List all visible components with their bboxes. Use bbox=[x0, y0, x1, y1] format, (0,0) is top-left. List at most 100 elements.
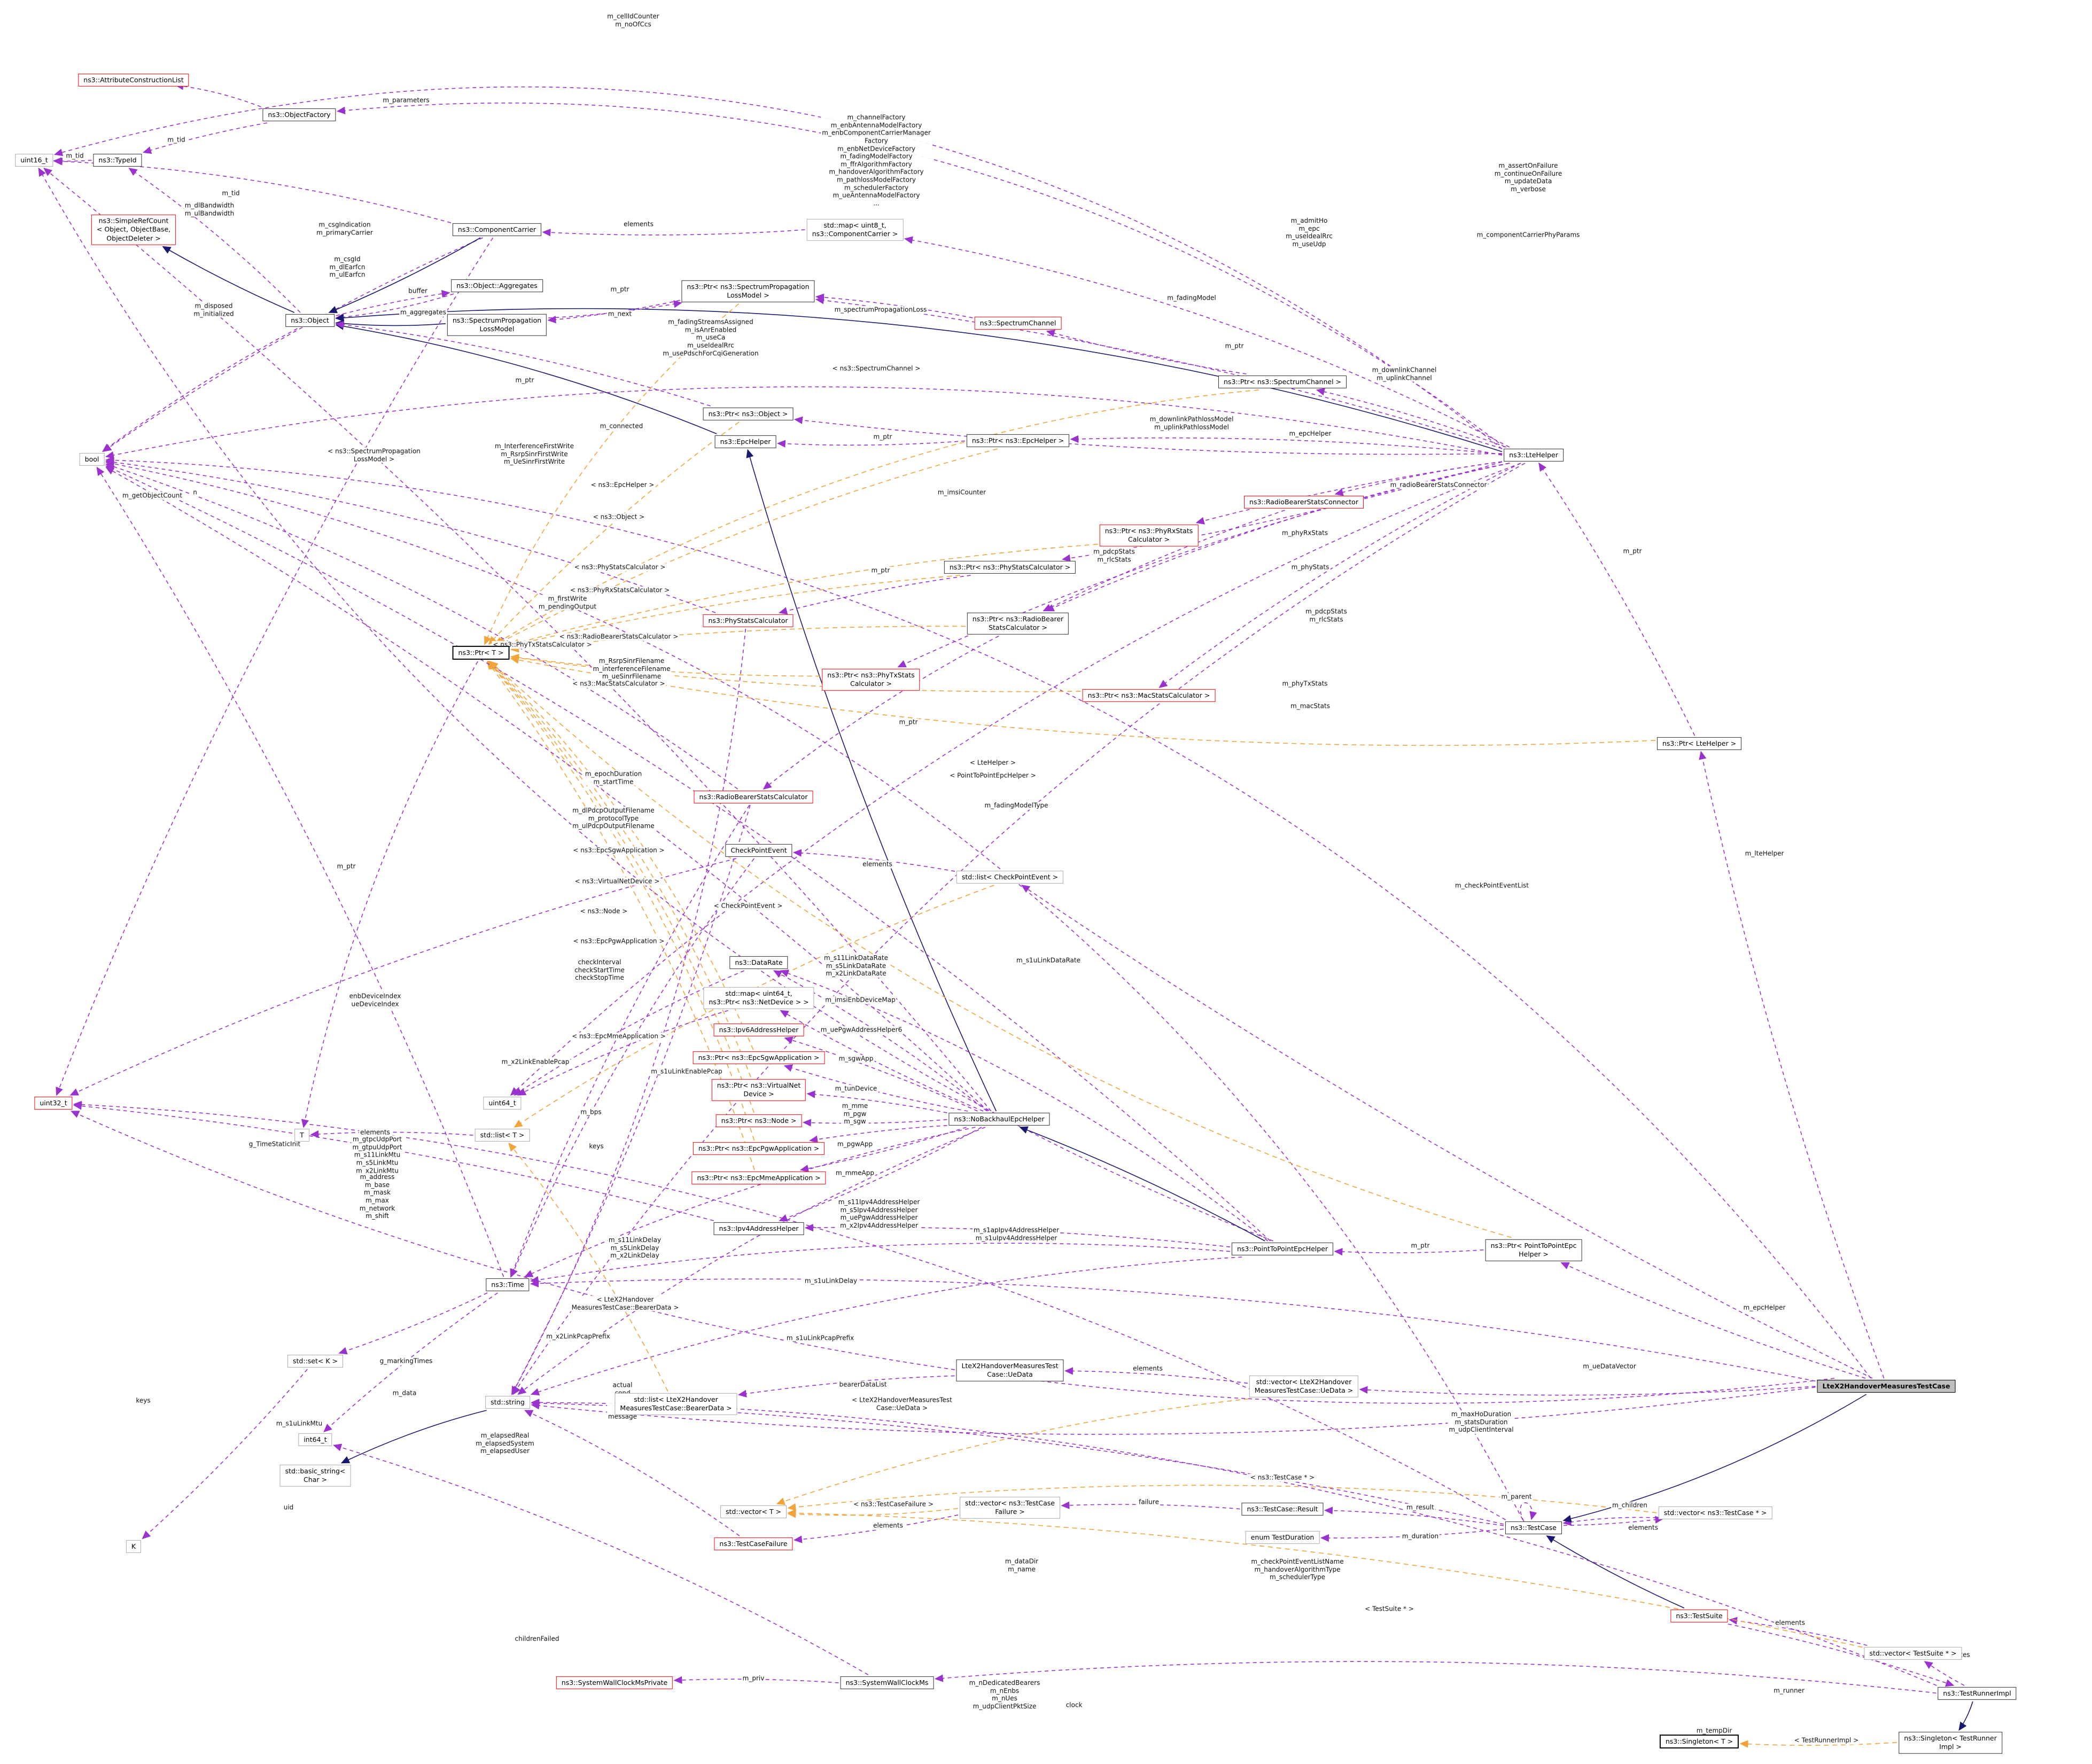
class-node-ptr_p2pepc[interactable]: ns3::Ptr< PointToPointEpc Helper > bbox=[1485, 1239, 1582, 1261]
edge-label: checkInterval checkStartTime checkStopTi… bbox=[573, 958, 626, 982]
edge-label: m_disposed m_initialized bbox=[192, 302, 235, 318]
class-node-K[interactable]: K bbox=[126, 1540, 142, 1554]
class-node-enum_duration[interactable]: enum TestDuration bbox=[1245, 1531, 1320, 1544]
class-node-ptr_phyrx[interactable]: ns3::Ptr< ns3::PhyRxStats Calculator > bbox=[1099, 524, 1199, 547]
class-node-ptr_node[interactable]: ns3::Ptr< ns3::Node > bbox=[716, 1114, 802, 1128]
edge-label: m_elapsedReal m_elapsedSystem m_elapsedU… bbox=[475, 1432, 535, 1455]
class-node-set_K[interactable]: std::set< K > bbox=[287, 1354, 343, 1368]
class-node-main[interactable]: LteX2HandoverMeasuresTestCase bbox=[1817, 1379, 1956, 1393]
edge-label: bearerDataList bbox=[838, 1380, 888, 1389]
class-node-singleton_T[interactable]: ns3::Singleton< T > bbox=[1659, 1734, 1739, 1749]
class-node-aggregates[interactable]: ns3::Object::Aggregates bbox=[451, 279, 543, 293]
class-node-checkpoint_event[interactable]: CheckPointEvent bbox=[725, 844, 792, 857]
class-node-list_bearer[interactable]: std::list< LteX2Handover MeasuresTestCas… bbox=[615, 1393, 737, 1415]
class-node-result[interactable]: ns3::TestCase::Result bbox=[1241, 1502, 1324, 1516]
class-node-vec_failure[interactable]: std::vector< ns3::TestCase Failure > bbox=[960, 1496, 1060, 1519]
edge-ptr_epc_helper-epc_helper bbox=[776, 440, 966, 448]
class-node-spectrum_loss[interactable]: ns3::SpectrumPropagation LossModel bbox=[447, 314, 547, 336]
edge-ptr_phyrx-ptr_T bbox=[510, 544, 1098, 646]
class-node-object[interactable]: ns3::Object bbox=[285, 314, 335, 327]
class-node-uint32[interactable]: uint32_t bbox=[34, 1096, 73, 1110]
edge-nobackhaul-uint16 bbox=[43, 167, 992, 1112]
edge-label: m_fadingStreamsAssigned m_isAnrEnabled m… bbox=[662, 318, 760, 357]
class-node-lte_helper[interactable]: ns3::LteHelper bbox=[1504, 448, 1564, 462]
class-node-singleton_tri[interactable]: ns3::Singleton< TestRunner Impl > bbox=[1899, 1731, 2002, 1754]
class-node-ue_data[interactable]: LteX2HandoverMeasuresTest Case::UeData bbox=[956, 1359, 1064, 1381]
class-node-ptr_rbcalc[interactable]: ns3::Ptr< ns3::RadioBearer StatsCalculat… bbox=[967, 612, 1069, 635]
class-node-ptr_spectrum_channel[interactable]: ns3::Ptr< ns3::SpectrumChannel > bbox=[1218, 375, 1347, 389]
class-node-testcase[interactable]: ns3::TestCase bbox=[1505, 1521, 1562, 1535]
class-node-ptr_T[interactable]: ns3::Ptr< T > bbox=[452, 645, 510, 660]
class-node-time[interactable]: ns3::Time bbox=[486, 1278, 530, 1292]
edge-object-typeid bbox=[128, 168, 301, 313]
class-node-testsuite[interactable]: ns3::TestSuite bbox=[1670, 1609, 1728, 1623]
class-node-ptr_pgw[interactable]: ns3::Ptr< ns3::EpcPgwApplication > bbox=[693, 1142, 825, 1156]
class-node-testrunner[interactable]: ns3::TestRunnerImpl bbox=[1938, 1687, 2017, 1700]
class-node-typeid[interactable]: ns3::TypeId bbox=[93, 153, 142, 167]
edge-rb_calc-bool bbox=[105, 463, 738, 790]
class-node-ptr_virtnet[interactable]: ns3::Ptr< ns3::VirtualNet Device > bbox=[711, 1079, 806, 1101]
edge-testcase-result bbox=[1324, 1507, 1504, 1526]
class-node-ptr_sploss[interactable]: ns3::Ptr< ns3::SpectrumPropagation LossM… bbox=[681, 280, 815, 302]
class-node-ptr_ltehelper[interactable]: ns3::Ptr< LteHelper > bbox=[1657, 737, 1742, 751]
edge-label: < TestSuite * > bbox=[1364, 1605, 1415, 1613]
edge-label: m_ptr bbox=[609, 285, 631, 294]
class-node-simple_ref_count[interactable]: ns3::SimpleRefCount < Object, ObjectBase… bbox=[91, 214, 176, 245]
class-node-ptr_sgw[interactable]: ns3::Ptr< ns3::EpcSgwApplication > bbox=[693, 1051, 825, 1065]
edge-ptr_T-T bbox=[301, 661, 478, 1128]
class-node-phystats_calc[interactable]: ns3::PhyStatsCalculator bbox=[703, 614, 794, 628]
class-node-vec_suite[interactable]: std::vector< TestSuite * > bbox=[1864, 1646, 1962, 1660]
edge-label: m_uePgwAddressHelper6 bbox=[819, 1026, 904, 1034]
edge-main-ptr_p2pepc bbox=[1560, 1262, 1866, 1379]
class-node-uint64[interactable]: uint64_t bbox=[483, 1096, 522, 1110]
edge-label: m_ptr bbox=[336, 862, 357, 871]
class-node-wallclock[interactable]: ns3::SystemWallClockMs bbox=[840, 1676, 934, 1690]
class-node-object_factory[interactable]: ns3::ObjectFactory bbox=[262, 108, 336, 122]
class-node-wallclock_priv[interactable]: ns3::SystemWallClockMsPrivate bbox=[556, 1676, 673, 1690]
edge-label: m_phyStats bbox=[1290, 563, 1331, 572]
class-node-vec_T[interactable]: std::vector< T > bbox=[720, 1505, 787, 1519]
class-node-testcase_failure[interactable]: ns3::TestCaseFailure bbox=[714, 1537, 793, 1551]
class-node-rb_connector[interactable]: ns3::RadioBearerStatsConnector bbox=[1244, 495, 1364, 509]
edge-vec_uedata-ue_data bbox=[1064, 1367, 1248, 1384]
class-node-nobackhaul[interactable]: ns3::NoBackhaulEpcHelper bbox=[948, 1112, 1050, 1126]
class-node-ptr_mme[interactable]: ns3::Ptr< ns3::EpcMmeApplication > bbox=[691, 1171, 826, 1185]
class-node-ptr_epc_helper[interactable]: ns3::Ptr< ns3::EpcHelper > bbox=[966, 434, 1070, 448]
class-node-ptr_macstats[interactable]: ns3::Ptr< ns3::MacStatsCalculator > bbox=[1082, 689, 1216, 703]
class-node-list_T[interactable]: std::list< T > bbox=[475, 1128, 530, 1142]
class-node-vec_testcase[interactable]: std::vector< ns3::TestCase * > bbox=[1658, 1506, 1772, 1520]
class-node-spectrum_channel[interactable]: ns3::SpectrumChannel bbox=[974, 316, 1062, 330]
class-node-bool[interactable]: bool bbox=[79, 452, 105, 466]
class-node-int64[interactable]: int64_t bbox=[298, 1433, 332, 1447]
edge-nobackhaul-ipv4_helper bbox=[779, 1127, 982, 1222]
edge-label: m_nDedicatedBearers m_nEnbs m_nUes m_udp… bbox=[968, 1679, 1041, 1711]
class-node-uint16[interactable]: uint16_t bbox=[15, 153, 53, 167]
edge-label: m_mmeApp bbox=[835, 1169, 875, 1177]
class-node-attr_list[interactable]: ns3::AttributeConstructionList bbox=[78, 73, 189, 87]
edge-label: m_tid bbox=[166, 136, 186, 144]
class-node-component_carrier[interactable]: ns3::ComponentCarrier bbox=[452, 223, 542, 237]
class-node-map_cc[interactable]: std::map< uint8_t, ns3::ComponentCarrier… bbox=[806, 218, 904, 241]
edge-label: < TestRunnerImpl > bbox=[1793, 1736, 1860, 1745]
floating-edge-label: m_getObjectCount bbox=[121, 491, 184, 500]
class-node-ptr_object[interactable]: ns3::Ptr< ns3::Object > bbox=[703, 407, 794, 421]
edge-lte_helper-uint64 bbox=[510, 463, 1521, 1096]
class-node-T[interactable]: T bbox=[294, 1128, 309, 1142]
edge-checkpoint_event-time bbox=[510, 858, 755, 1278]
class-node-rb_calc[interactable]: ns3::RadioBearerStatsCalculator bbox=[694, 790, 813, 804]
class-node-basic_string[interactable]: std::basic_string< Char > bbox=[279, 1464, 351, 1487]
class-node-list_checkpoint[interactable]: std::list< CheckPointEvent > bbox=[956, 870, 1064, 884]
class-node-ptr_phytx[interactable]: ns3::Ptr< ns3::PhyTxStats Calculator > bbox=[822, 668, 920, 691]
class-node-ipv4_helper[interactable]: ns3::Ipv4AddressHelper bbox=[713, 1222, 804, 1236]
class-node-ptr_phystats[interactable]: ns3::Ptr< ns3::PhyStatsCalculator > bbox=[944, 560, 1076, 574]
class-node-data_rate[interactable]: ns3::DataRate bbox=[729, 956, 788, 970]
class-node-ipv6_helper[interactable]: ns3::Ipv6AddressHelper bbox=[713, 1023, 804, 1037]
class-node-p2p_epc[interactable]: ns3::PointToPointEpcHelper bbox=[1231, 1242, 1334, 1256]
class-node-vec_uedata[interactable]: std::vector< LteX2Handover MeasuresTestC… bbox=[1249, 1375, 1359, 1398]
edge-label: m_macStats bbox=[1289, 702, 1331, 711]
class-node-string[interactable]: std::string bbox=[485, 1395, 530, 1409]
class-node-map_netdev[interactable]: std::map< uint64_t, ns3::Ptr< ns3::NetDe… bbox=[703, 987, 814, 1009]
edge-testrunner-vec_suite bbox=[1924, 1661, 1965, 1686]
class-node-epc_helper[interactable]: ns3::EpcHelper bbox=[714, 435, 776, 449]
